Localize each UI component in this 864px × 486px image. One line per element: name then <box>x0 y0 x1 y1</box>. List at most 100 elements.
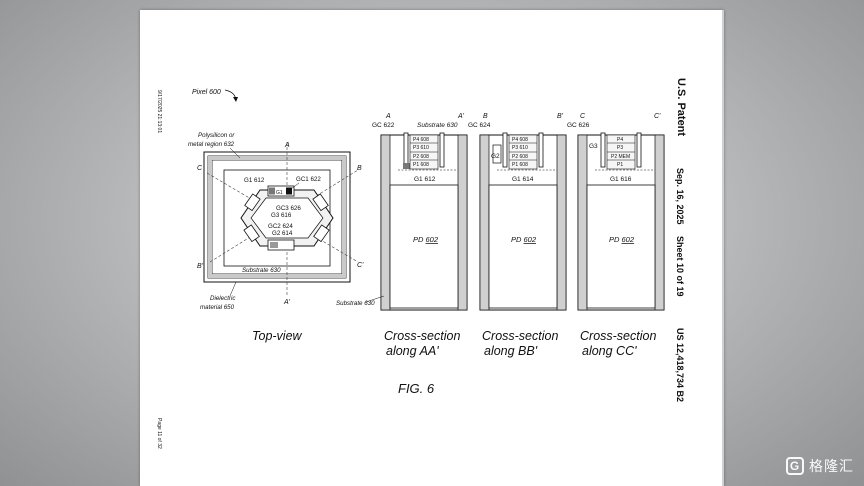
pixel-arrowhead <box>233 97 238 102</box>
page-of-label: Page 11 of 32 <box>156 418 162 449</box>
watermark-text: 格隆汇 <box>809 458 854 474</box>
aa-gate-label: G1 612 <box>414 176 436 183</box>
aa-pd-label: PD <box>413 235 424 244</box>
cc-pd-region <box>586 184 656 309</box>
upper-left-pad <box>244 193 261 212</box>
hatch-top <box>208 156 346 160</box>
bb-gate-label: G1 614 <box>512 176 534 183</box>
cc-stack-p4: P4 <box>617 137 623 143</box>
hatch-right <box>342 156 346 278</box>
aa-stack-p3: P3 610 <box>413 145 429 151</box>
bb-gc-label: GC 624 <box>468 122 491 129</box>
cross-section-bb: B B' GC 624 G2 P4 608 P3 610 P2 608 P1 6… <box>468 113 567 358</box>
sheet-number: Sheet 10 of 19 <box>675 236 685 297</box>
axis-a-bottom: A' <box>283 299 291 306</box>
bb-right-axis: B' <box>557 113 564 120</box>
cc-caption-1: Cross-section <box>580 329 656 343</box>
watermark-logo-icon: G <box>786 457 804 475</box>
lower-right-pad <box>313 224 330 243</box>
cc-caption-2: along CC' <box>582 344 637 358</box>
aa-substrate-label: Substrate 630 <box>417 122 458 129</box>
cc-left-axis: C <box>580 113 586 120</box>
sheet-edge <box>722 10 724 486</box>
watermark: G 格隆汇 <box>786 456 854 476</box>
bottom-pad <box>267 239 295 251</box>
gc1-contact <box>286 187 292 195</box>
hatch-left <box>208 156 212 278</box>
cc-gate-right <box>636 132 642 168</box>
bb-stack-p3: P3 610 <box>512 145 528 151</box>
pixel-label: Pixel 600 <box>192 89 221 96</box>
gc3-label: GC3 626 <box>276 205 301 212</box>
bb-pd-label: PD <box>511 235 522 244</box>
cc-gc-label: GC 626 <box>567 122 590 129</box>
cc-pd-label: PD <box>609 235 620 244</box>
hexagon-inner <box>250 197 324 239</box>
poly-leader <box>229 147 241 159</box>
cc-stack-p3: P3 <box>617 145 623 151</box>
cc-right-axis: C' <box>654 113 661 120</box>
left-stamp: 9/17/2025 21:13:01 <box>156 90 162 133</box>
cc-right-wall <box>654 134 665 311</box>
aa-right-axis: A' <box>457 113 465 120</box>
aa-gc-label: GC 622 <box>372 122 395 129</box>
bb-pd-number: 602 <box>524 235 537 244</box>
aa-caption-2: along AA' <box>386 344 439 358</box>
dielectric-label-2: material 650 <box>200 304 235 311</box>
cc-pd-number: 602 <box>622 235 635 244</box>
cc-pd-text: PD 602 <box>609 235 635 244</box>
g1-pad-top <box>267 185 295 197</box>
aa-right-wall <box>457 134 468 311</box>
upper-right-pad <box>312 193 329 212</box>
bb-stack-p2: P2 608 <box>512 154 528 160</box>
aa-pd-number: 602 <box>426 235 439 244</box>
aa-pd-text: PD 602 <box>413 235 439 244</box>
bb-left-axis: B <box>483 113 488 120</box>
aa-gate-contact <box>403 163 413 169</box>
dielectric-outer <box>203 151 351 283</box>
axis-a-top: A <box>284 142 290 149</box>
aa-left-axis: A <box>385 113 391 120</box>
aa-stack-p1: P1 608 <box>413 162 429 168</box>
bottom-substrate-leader <box>365 295 385 303</box>
cc-stack-p2: P2 MEM <box>611 154 630 160</box>
cc-gate-label: G1 616 <box>610 176 632 183</box>
g2-label: G2 614 <box>272 230 293 237</box>
us-patent-label: U.S. Patent <box>675 78 687 136</box>
bb-side-gate-box <box>492 144 502 164</box>
polysilicon-label-1: Polysilicon or <box>198 132 235 139</box>
gc1-leader <box>290 182 300 190</box>
gc2-label: GC2 624 <box>268 223 293 230</box>
fig-caption: FIG. 6 <box>398 381 435 396</box>
bb-side-gate: G2 <box>491 153 500 160</box>
gc1-label: GC1 622 <box>296 176 321 183</box>
dielectric-label-1: Dielectric <box>210 295 236 302</box>
substrate-label-top: Substrate 630 <box>242 267 281 274</box>
bb-stack-p1: P1 608 <box>512 162 528 168</box>
aa-gate-left <box>403 132 409 168</box>
dielectric-leader <box>229 281 237 297</box>
top-view-caption: Top-view <box>252 329 303 343</box>
axis-b-top: B <box>357 165 362 172</box>
hatch-bottom <box>208 274 346 278</box>
g1-contact <box>269 187 275 195</box>
polysilicon-label-2: metal region 632 <box>188 141 235 148</box>
g1-tag: G1 <box>276 190 283 196</box>
bottom-pad-contact <box>270 242 278 248</box>
bb-gate-right <box>538 132 544 168</box>
patent-number: US 12,418,734 B2 <box>675 328 685 402</box>
aa-gate-right <box>439 132 445 168</box>
cross-section-aa: A A' GC 622 Substrate 630 P4 608 P3 610 … <box>372 113 468 358</box>
bb-stack-p4: P4 608 <box>512 137 528 143</box>
aa-stack-p4: P4 608 <box>413 137 429 143</box>
cc-gate-left <box>600 132 606 168</box>
top-view-diagram: G1 G1 612 GC1 622 GC3 626 G3 616 GC2 624… <box>188 132 364 343</box>
axis-c-top: C <box>197 165 203 172</box>
cc-left-wall <box>577 134 588 311</box>
bb-left-wall <box>479 134 490 311</box>
cross-section-cc: C C' GC 626 G3 P4 P3 P2 MEM P1 G1 616 PD… <box>567 113 665 358</box>
bb-right-wall <box>556 134 567 311</box>
axis-c-bottom: C' <box>357 262 364 269</box>
cc-side-gate: G3 <box>589 143 598 150</box>
